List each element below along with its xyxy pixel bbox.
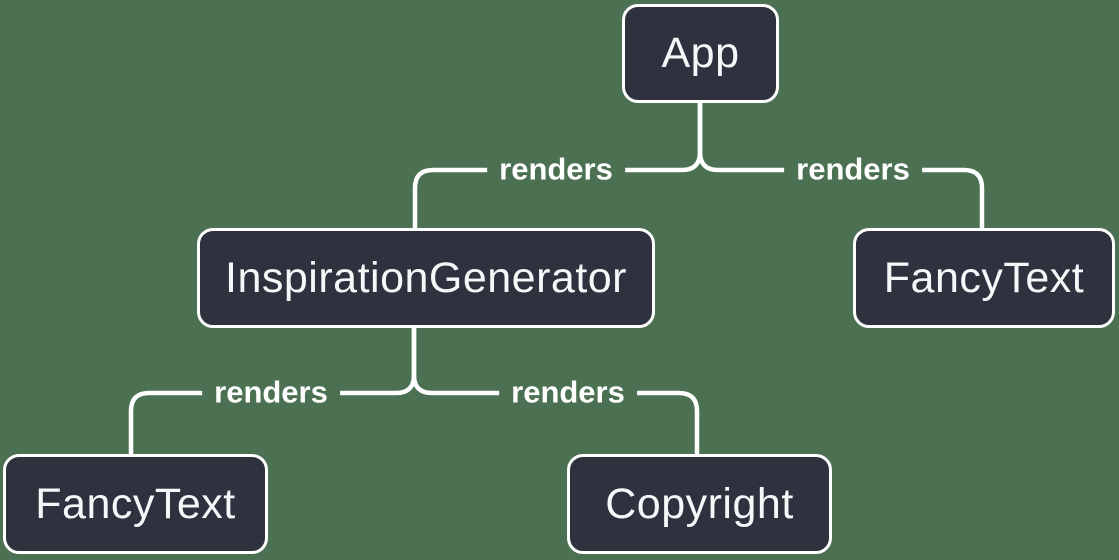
edge-label-renders-inspirationgenerator-fancytext: renders [202, 373, 340, 413]
node-inspiration-generator: InspirationGenerator [197, 228, 655, 328]
node-label: FancyText [35, 479, 236, 528]
node-label: FancyText [883, 253, 1085, 302]
node-fancytext-right: FancyText [853, 228, 1115, 328]
node-app: App [622, 4, 779, 103]
node-label: InspirationGenerator [225, 253, 627, 302]
node-label: Copyright [605, 479, 794, 528]
node-label: App [661, 29, 740, 77]
edge-label-renders-app-inspirationgenerator: renders [487, 150, 625, 190]
edge-label-renders-app-fancytext: renders [784, 150, 922, 190]
node-copyright: Copyright [567, 454, 832, 554]
node-fancytext-left: FancyText [3, 454, 268, 554]
edge-label-renders-inspirationgenerator-copyright: renders [499, 373, 637, 413]
